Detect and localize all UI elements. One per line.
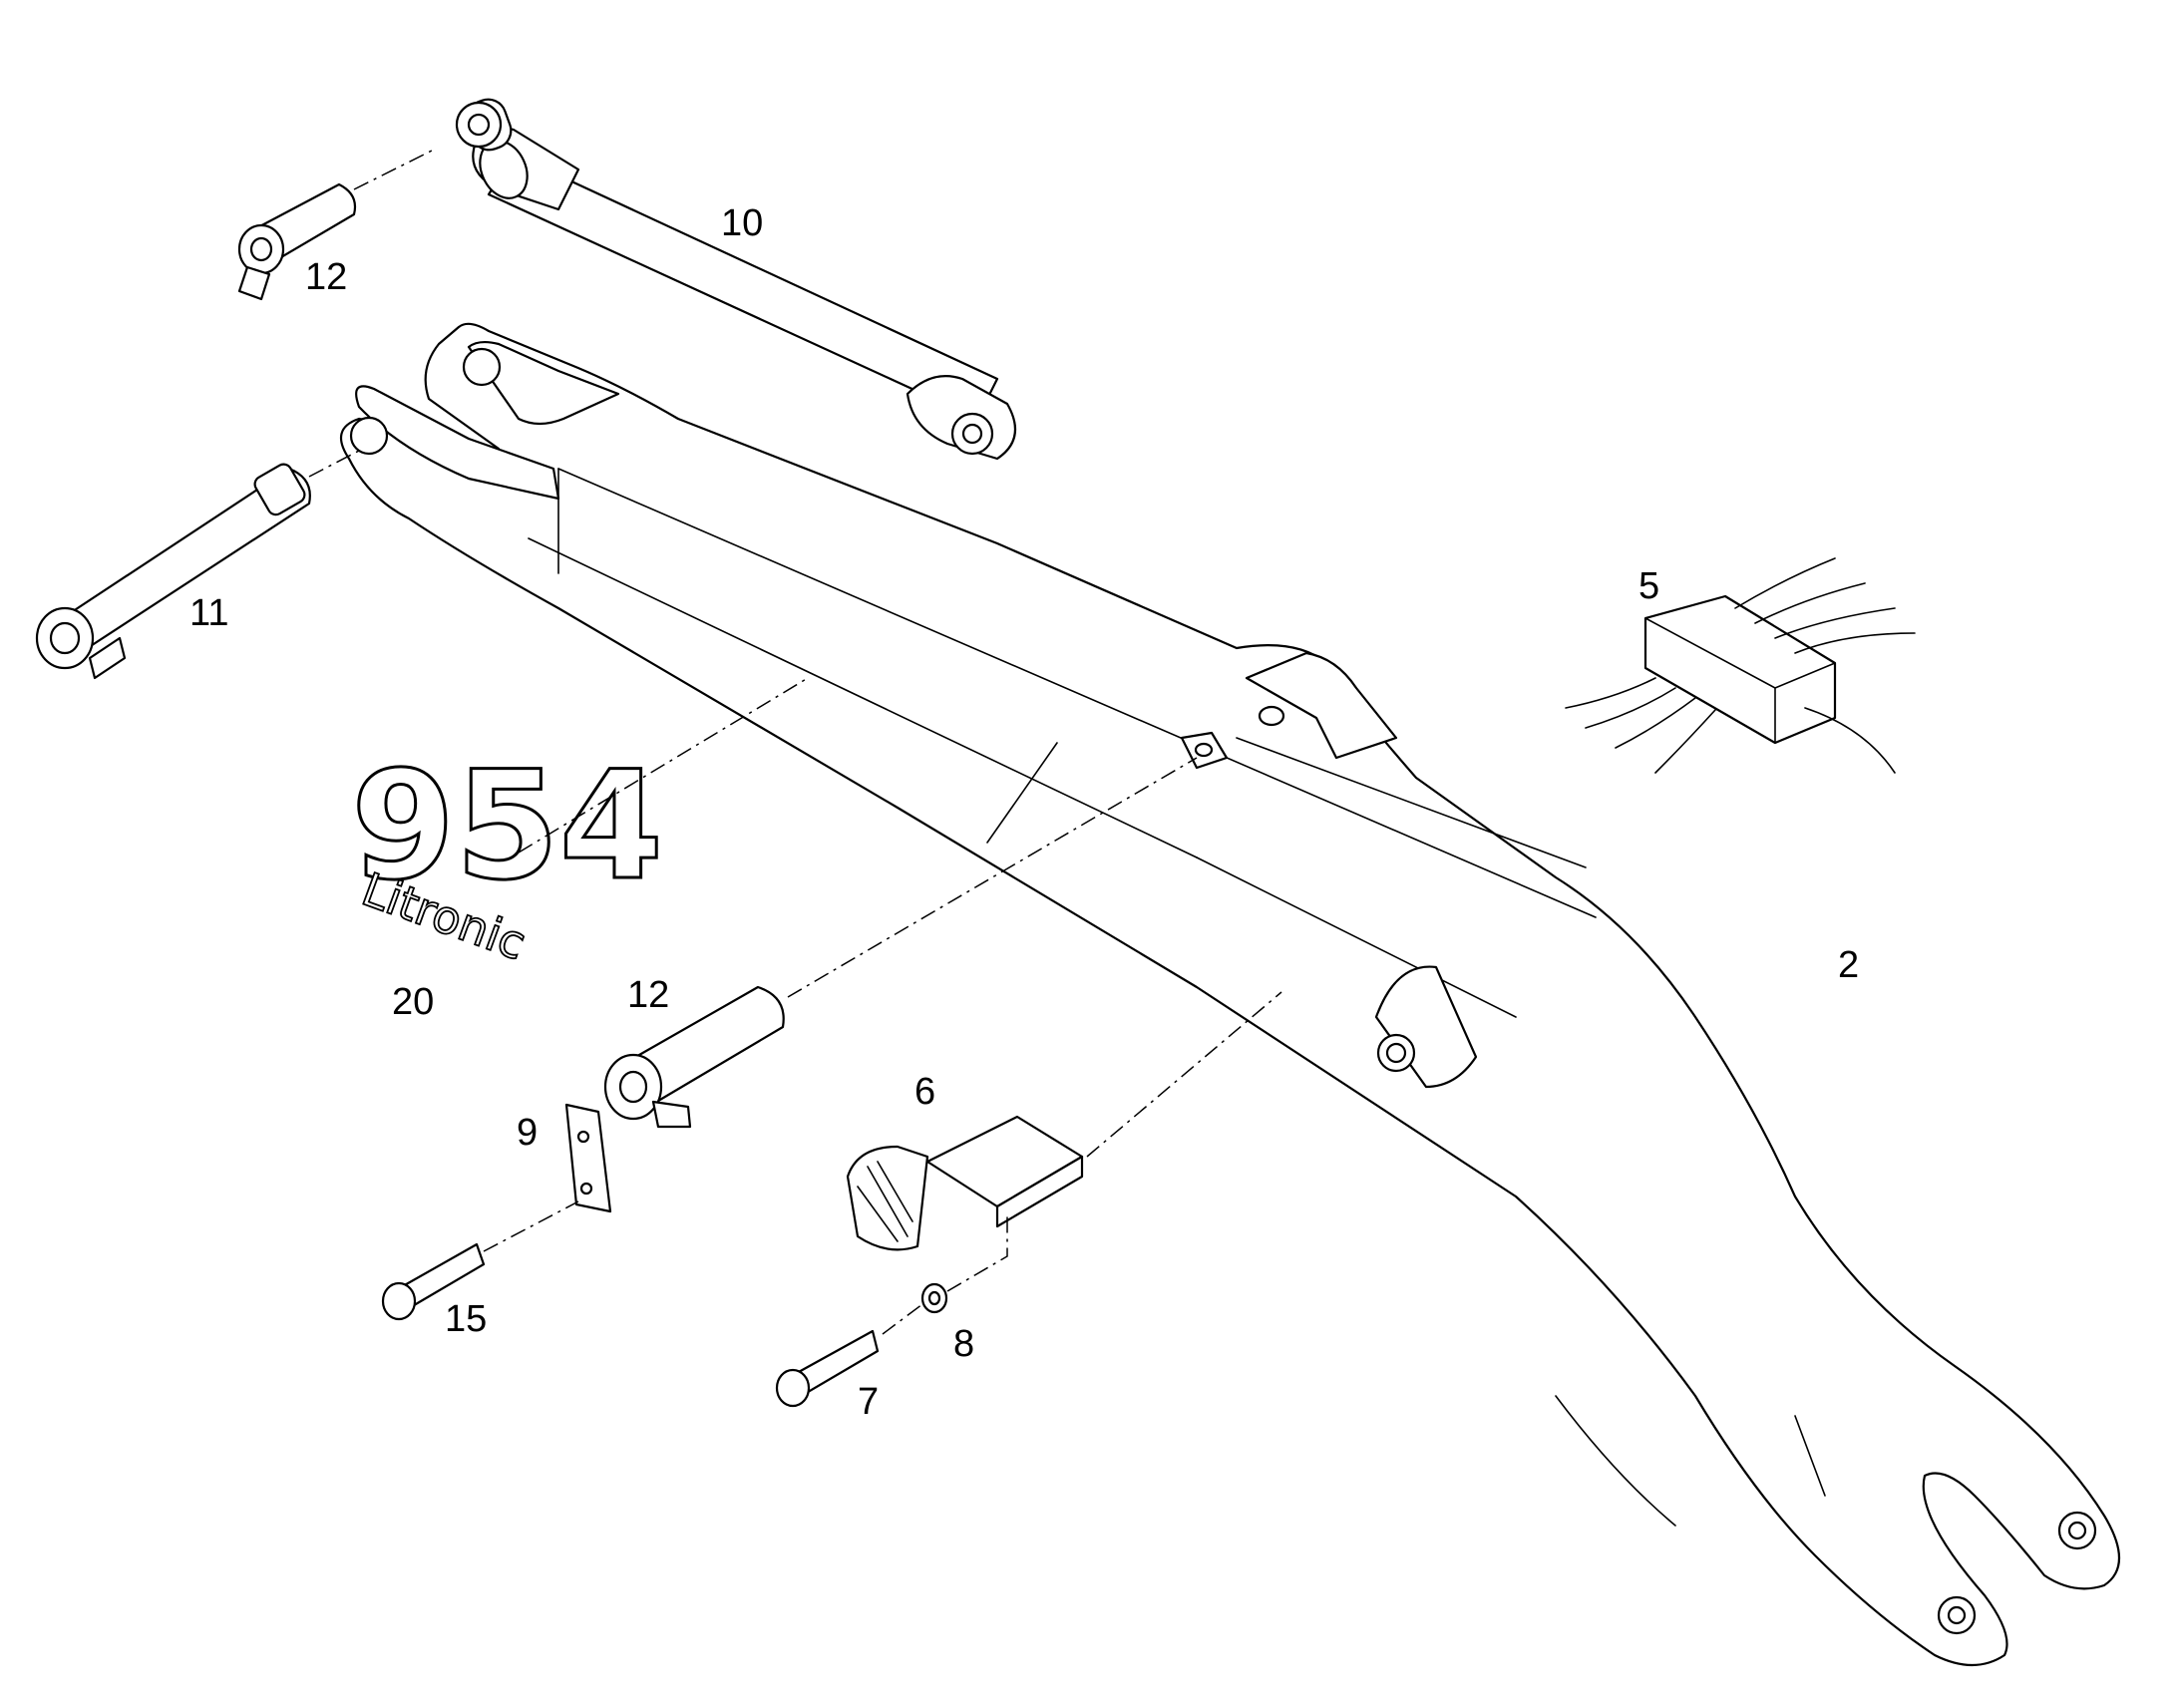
callouts: 2 5 6 7 8 9 10 11 12 12 15 20 [189,202,1859,1423]
washer [920,1282,948,1314]
callout-8: 8 [953,1323,974,1365]
callout-10: 10 [721,202,763,244]
decal-model-number: 954 [351,740,663,913]
callout-12-middle: 12 [627,974,669,1016]
callout-11: 11 [189,592,228,634]
callout-9: 9 [517,1112,538,1154]
assembly-lines [308,149,1282,1335]
callout-15: 15 [445,1298,487,1340]
cap-screw-7 [775,1329,880,1408]
callout-7: 7 [858,1381,879,1423]
decal: 954 Litronic [350,739,665,972]
boom-arm [339,322,2121,1666]
callout-5: 5 [1638,565,1659,607]
hydraulic-cylinder [455,98,1017,461]
callout-20: 20 [392,981,434,1023]
cap-screw-15 [381,1242,486,1321]
pin-top [237,182,357,301]
callout-12-top: 12 [305,256,347,298]
step-plate [846,1115,1084,1251]
pin-with-nut [35,463,311,680]
pin-middle [603,985,785,1129]
callout-2: 2 [1838,944,1859,986]
callout-6: 6 [914,1071,935,1113]
plate [564,1103,612,1213]
valve-block [1565,557,1916,774]
